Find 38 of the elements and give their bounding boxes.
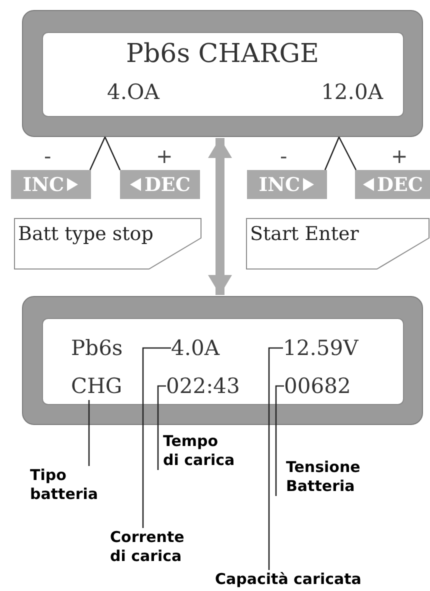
leader-line [268,347,283,570]
button-caption: - [280,144,288,168]
display-reading: Pb6s [71,334,139,362]
control-button: DEC [355,170,430,199]
key-label-panel [246,218,430,270]
display-reading: 022:43 [166,372,258,400]
key-function-text: Start Enter [250,223,359,245]
display-reading: CHG [71,372,139,400]
double-arrow [208,138,232,295]
connector-line [104,136,121,170]
display-reading: 00682 [284,372,374,400]
leader-line [157,385,166,470]
connector-line [338,136,357,170]
callout-label: Tempo di carica [157,432,237,470]
control-button: INC [11,170,91,199]
display-reading: 4.OA [107,77,187,107]
control-button: INC [247,170,327,199]
callout-label: Corrente di carica [110,528,198,566]
leader-line [88,400,90,466]
display-text: Pb6s CHARGE [125,39,320,69]
lcd-display [22,296,423,425]
key-label-panel [14,218,202,270]
button-caption: + [156,144,173,168]
display-reading: 12.59V [283,334,378,362]
leader-line [142,347,171,528]
callout-label: Capacità caricata [215,570,415,589]
connector-line [89,136,106,170]
callout-label: Tipo batteria [30,466,115,504]
display-reading: 4.0A [171,334,241,362]
connector-line [324,136,340,170]
callout-label: Tensione Batteria [275,458,390,496]
key-function-text: Batt type stop [18,223,154,245]
control-button: DEC [120,170,200,199]
button-caption: - [44,144,52,168]
lcd-display [22,10,423,137]
display-reading: 12.0A [303,77,383,107]
button-caption: + [391,144,408,168]
leader-line [275,385,284,496]
